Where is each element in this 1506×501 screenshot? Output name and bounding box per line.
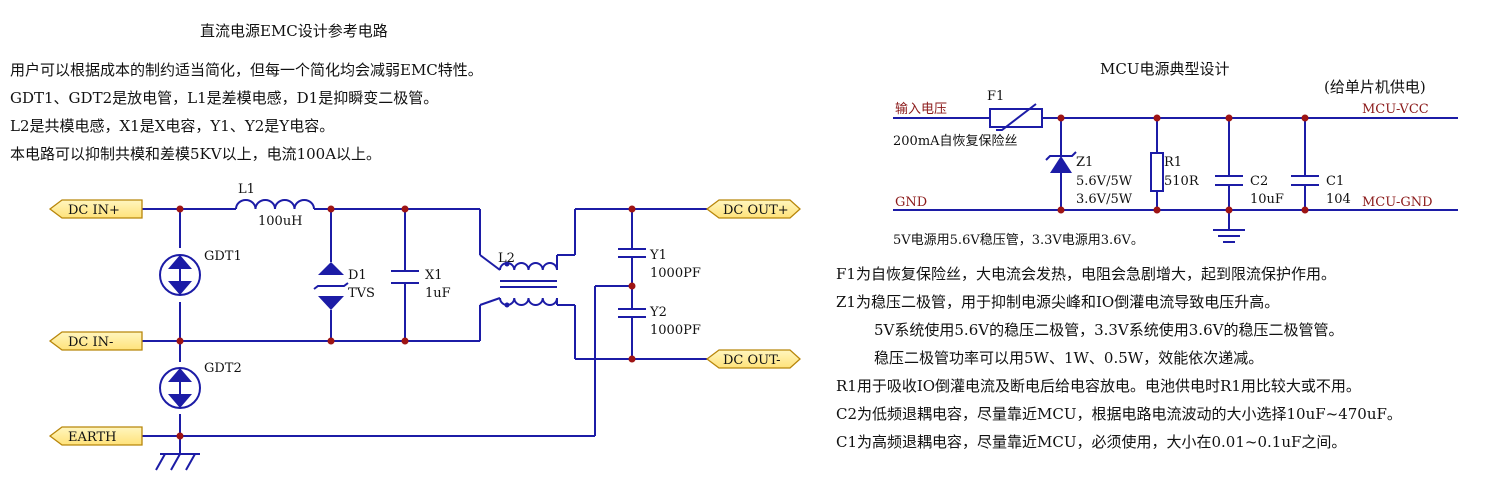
y1-ref: Y1 <box>649 248 667 263</box>
port-dc-in-minus: DC IN- <box>48 331 143 351</box>
z1-zener-diode <box>1045 151 1077 173</box>
left-note-4: 本电路可以抑制共模和差模5KV以上，电流100A以上。 <box>10 145 382 163</box>
l2-common-mode-choke <box>479 254 558 308</box>
right-note-2: Z1为稳压二极管，用于抑制电源尖峰和IO倒灌电流导致电压升高。 <box>836 293 1280 311</box>
y2-capacitor <box>618 308 646 318</box>
f1-ref: F1 <box>987 89 1004 104</box>
r1-ref: R1 <box>1164 155 1182 170</box>
z1-value-1: 5.6V/5W <box>1076 174 1133 189</box>
right-caption: 5V电源用5.6V稳压管，3.3V电源用3.6V。 <box>893 233 1144 248</box>
svg-text:DC OUT-: DC OUT- <box>723 353 781 368</box>
right-note-1: F1为自恢复保险丝，大电流会发热，电阻会急剧增大，起到限流保护作用。 <box>836 265 1336 283</box>
f1-value: 200mA自恢复保险丝 <box>893 134 1018 149</box>
gdt1-discharge-tube <box>159 254 201 296</box>
d1-ref: D1 <box>348 268 367 283</box>
gdt2-discharge-tube <box>159 367 201 409</box>
x1-capacitor <box>391 270 419 284</box>
f1-ptc-fuse <box>989 103 1043 131</box>
right-note-6: C2为低频退耦电容，尽量靠近MCU，根据电路电流波动的大小选择10uF~470u… <box>836 405 1402 423</box>
c1-ref: C1 <box>1326 174 1344 189</box>
net-mcu-vcc: MCU-VCC <box>1362 102 1429 117</box>
y2-ref: Y2 <box>649 305 667 320</box>
right-note-7: C1为高频退耦电容，尽量靠近MCU，必须使用，大小在0.01~0.1uF之间。 <box>836 433 1347 451</box>
l1-ref: L1 <box>238 182 255 197</box>
net-mcu-gnd: MCU-GND <box>1362 195 1433 210</box>
left-title: 直流电源EMC设计参考电路 <box>200 22 388 40</box>
y1-capacitor <box>618 248 646 258</box>
y2-value: 1000PF <box>650 323 701 338</box>
svg-text:DC OUT+: DC OUT+ <box>723 203 789 218</box>
left-junctions <box>176 205 636 440</box>
left-note-2: GDT1、GDT2是放电管，L1是差模电感，D1是抑瞬变二极管。 <box>10 89 439 107</box>
net-gnd: GND <box>895 195 927 210</box>
port-dc-in-plus: DC IN+ <box>48 199 143 219</box>
c1-value: 104 <box>1326 192 1351 207</box>
ground-symbol <box>1213 229 1245 243</box>
d1-value: TVS <box>348 286 375 301</box>
c2-value: 10uF <box>1250 192 1284 207</box>
z1-ref: Z1 <box>1076 155 1093 170</box>
right-junctions <box>1057 114 1309 214</box>
x1-ref: X1 <box>425 268 443 283</box>
r1-value: 510R <box>1164 174 1200 189</box>
right-note-3: 5V系统使用5.6V的稳压二极管，3.3V系统使用3.6V的稳压二极管管。 <box>874 321 1344 339</box>
x1-value: 1uF <box>425 286 451 301</box>
right-title: MCU电源典型设计 <box>1100 60 1230 78</box>
right-note-4: 稳压二极管功率可以用5W、1W、0.5W，效能依次递减。 <box>874 349 1264 367</box>
left-note-1: 用户可以根据成本的制约适当简化，但每一个简化均会减弱EMC特性。 <box>10 61 483 79</box>
svg-text:EARTH: EARTH <box>68 430 116 445</box>
dc-emc-schematic <box>142 208 707 471</box>
svg-text:DC IN-: DC IN- <box>68 335 113 350</box>
net-input-voltage: 输入电压 <box>895 101 947 117</box>
c2-ref: C2 <box>1250 174 1268 189</box>
port-dc-out-plus: DC OUT+ <box>705 199 801 219</box>
c1-capacitor <box>1291 175 1319 186</box>
z1-value-2: 3.6V/5W <box>1076 192 1133 207</box>
left-note-3: L2是共模电感，X1是X电容，Y1、Y2是Y电容。 <box>10 117 335 135</box>
right-note-5: R1用于吸收IO倒灌电流及断电后给电容放电。电池供电时R1用比较大或不用。 <box>836 377 1361 395</box>
l2-ref: L2 <box>498 251 515 266</box>
l1-value: 100uH <box>258 214 303 229</box>
mcu-power-schematic <box>893 117 1458 230</box>
d1-tvs-diode <box>313 262 349 310</box>
l1-inductor <box>235 199 315 210</box>
port-dc-out-minus: DC OUT- <box>705 349 801 369</box>
y1-value: 1000PF <box>650 266 701 281</box>
gdt1-ref: GDT1 <box>204 249 242 264</box>
right-subtitle: (给单片机供电) <box>1324 78 1426 96</box>
c2-capacitor <box>1215 175 1243 186</box>
svg-text:DC IN+: DC IN+ <box>68 203 120 218</box>
gdt2-ref: GDT2 <box>204 361 242 376</box>
port-earth: EARTH <box>48 426 143 446</box>
